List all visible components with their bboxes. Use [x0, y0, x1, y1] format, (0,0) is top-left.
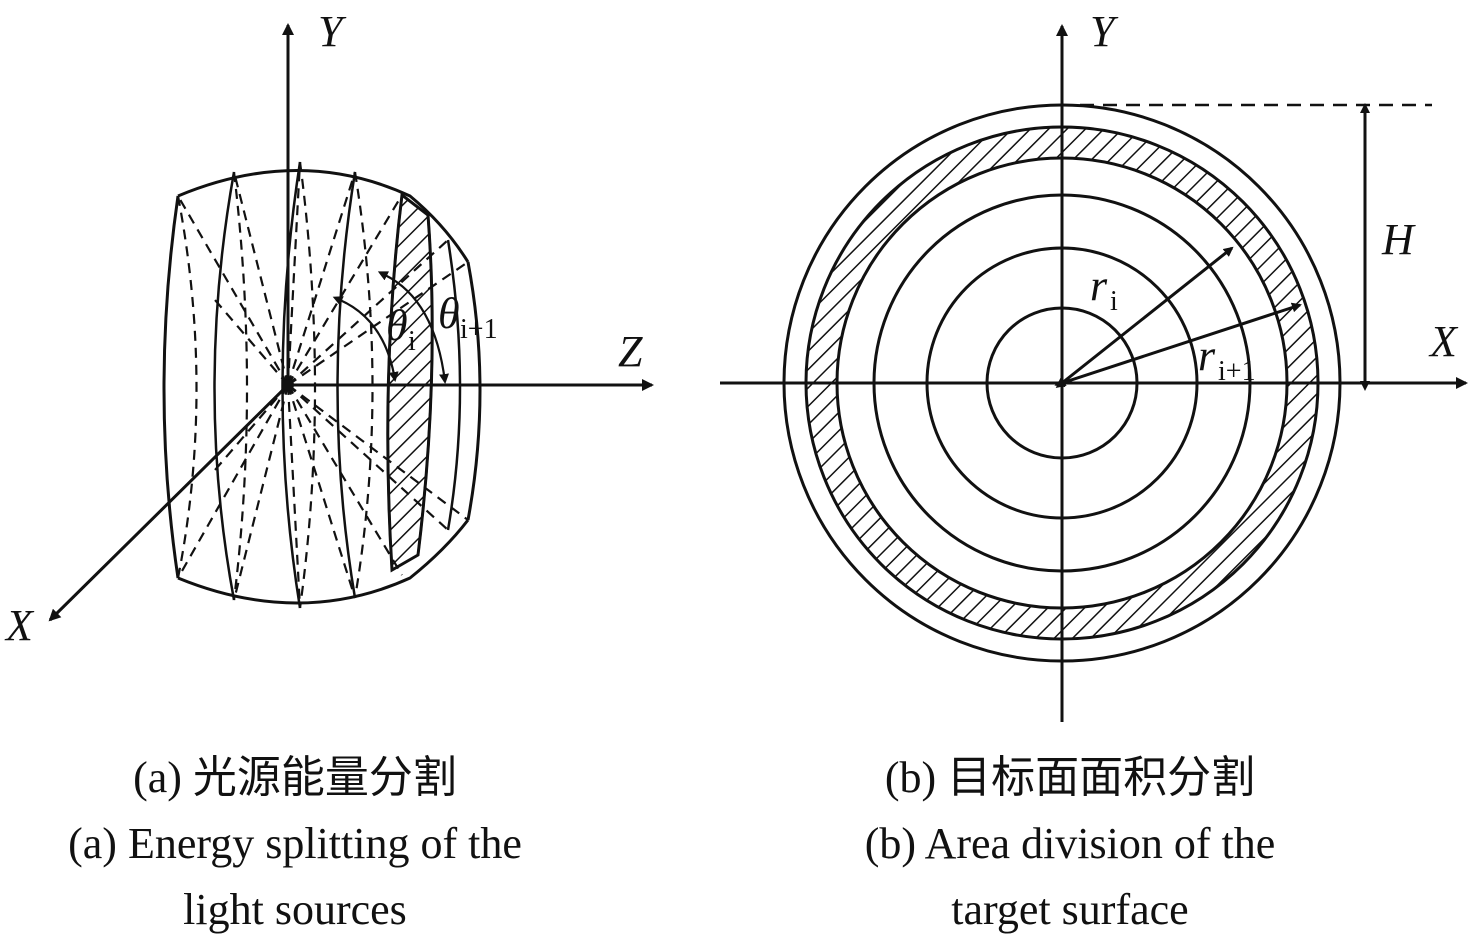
radius-next-symbol: r [1198, 331, 1216, 380]
angle-next-subscript: i+1 [460, 314, 498, 345]
radius-i-subscript: i [1110, 286, 1118, 317]
lamp-left-edge [162, 195, 180, 579]
panel-a-diagram: Y Z X θ i θ i+1 [4, 7, 654, 650]
axis-x-a [48, 383, 290, 622]
radius-i-symbol: r [1090, 261, 1108, 310]
axis-y-label-b: Y [1090, 7, 1119, 56]
caption-panel-b: (b) 目标面面积分割 (b) Area division of the tar… [770, 745, 1370, 943]
caption-a-english-line1: (a) Energy splitting of the [68, 819, 522, 868]
lamp-top-edge [177, 169, 470, 263]
axis-z-label-a: Z [618, 327, 643, 376]
angle-i-subscript: i [408, 326, 416, 357]
hatched-energy-slice [386, 192, 434, 573]
lamp-bottom-edge [177, 519, 470, 605]
axis-x-label-a: X [4, 601, 35, 650]
axis-y-label-a: Y [318, 7, 347, 56]
radius-next-line [1054, 302, 1302, 388]
caption-a-english-line2: light sources [183, 885, 407, 934]
dashed-back-edges [176, 161, 374, 609]
axis-x-label-b: X [1428, 317, 1459, 366]
light-source-origin [282, 379, 294, 391]
lamp-right-edge [466, 261, 482, 521]
caption-b-english-line2: target surface [951, 885, 1189, 934]
radius-next-subscript: i+1 [1218, 356, 1256, 387]
angle-i-symbol: θ [386, 301, 408, 350]
caption-a-chinese: (a) 光源能量分割 [133, 753, 457, 802]
angle-next-symbol: θ [438, 289, 460, 338]
panel-b-diagram: Y X H r i r i+1 [720, 7, 1468, 722]
caption-b-english-line1: (b) Area division of the [864, 819, 1276, 868]
angle-arc-next [377, 271, 449, 384]
caption-panel-a: (a) 光源能量分割 (a) Energy splitting of the l… [0, 745, 590, 943]
caption-b-chinese: (b) 目标面面积分割 [884, 753, 1256, 802]
height-label: H [1381, 215, 1416, 264]
